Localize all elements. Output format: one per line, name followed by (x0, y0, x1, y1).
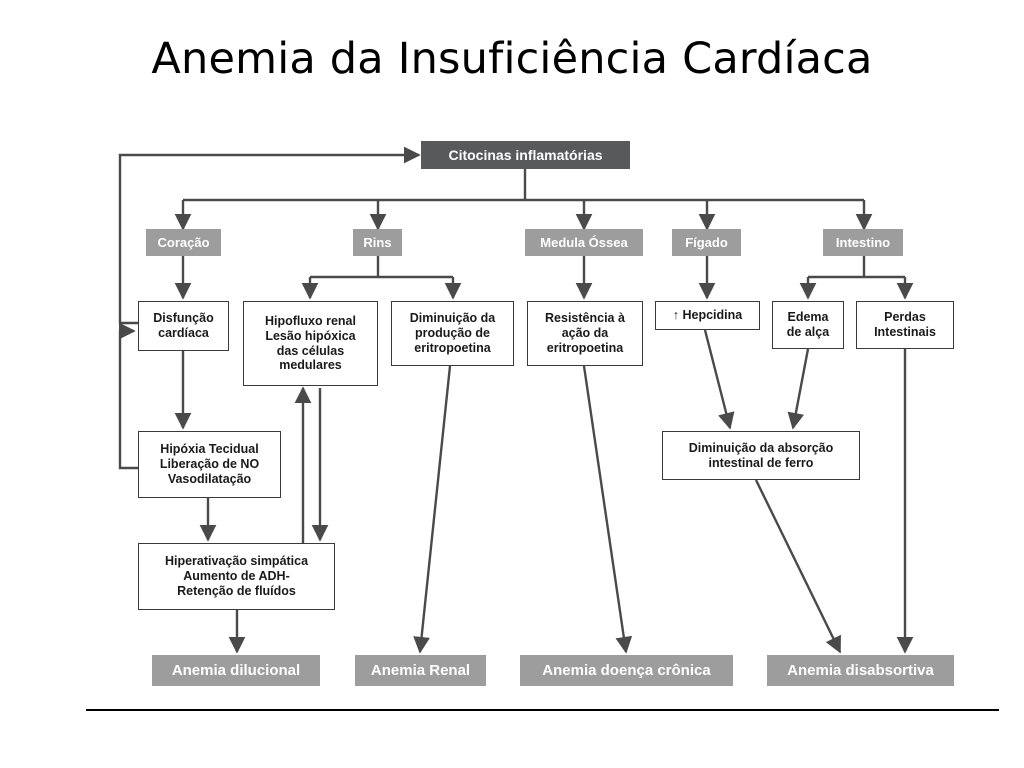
cytokines-node: Citocinas inflamatórias (421, 141, 630, 169)
feedback-to-dysfunction (118, 322, 138, 470)
renal-hypoflow-box: Hipofluxo renal Lesão hipóxica das célul… (243, 301, 378, 386)
heart-label: Coração (146, 229, 221, 256)
arrow-hepcidin-to-absorption (703, 329, 735, 430)
kidneys-label: Rins (353, 229, 402, 256)
sympathetic-box: Hiperativação simpática Aumento de ADH- … (138, 543, 335, 610)
hepcidin-box: ↑ Hepcidina (655, 301, 760, 330)
bowel-edema-box: Edema de alça (772, 301, 844, 349)
intestinal-losses-box: Perdas Intestinais (856, 301, 954, 349)
result-malabsorptive: Anemia disabsortiva (767, 655, 954, 686)
epo-resistance-box: Resistência à ação da eritropoetina (527, 301, 643, 366)
tissue-hypoxia-box: Hipóxia Tecidual Liberação de NO Vasodil… (138, 431, 281, 498)
intestine-label: Intestino (823, 229, 903, 256)
arrow-epo-to-renal (413, 365, 452, 654)
cardiac-dysfunction-box: Disfunção cardíaca (138, 301, 229, 351)
slide-title: Anemia da Insuficiência Cardíaca (151, 34, 873, 84)
epo-decrease-box: Diminuição da produção de eritropoetina (391, 301, 514, 366)
result-chronic: Anemia doença crônica (520, 655, 733, 686)
iron-absorption-box: Diminuição da absorção intestinal de fer… (662, 431, 860, 480)
arrow-absorption-to-malabsorptive (754, 479, 842, 654)
liver-label: Fígado (672, 229, 741, 256)
marrow-label: Medula Óssea (525, 229, 643, 256)
arrow-edema-to-absorption (787, 348, 810, 430)
result-renal: Anemia Renal (355, 655, 486, 686)
result-dilutional: Anemia dilucional (152, 655, 320, 686)
footer-rule (86, 709, 999, 711)
arrow-resistance-to-chronic (582, 365, 633, 654)
